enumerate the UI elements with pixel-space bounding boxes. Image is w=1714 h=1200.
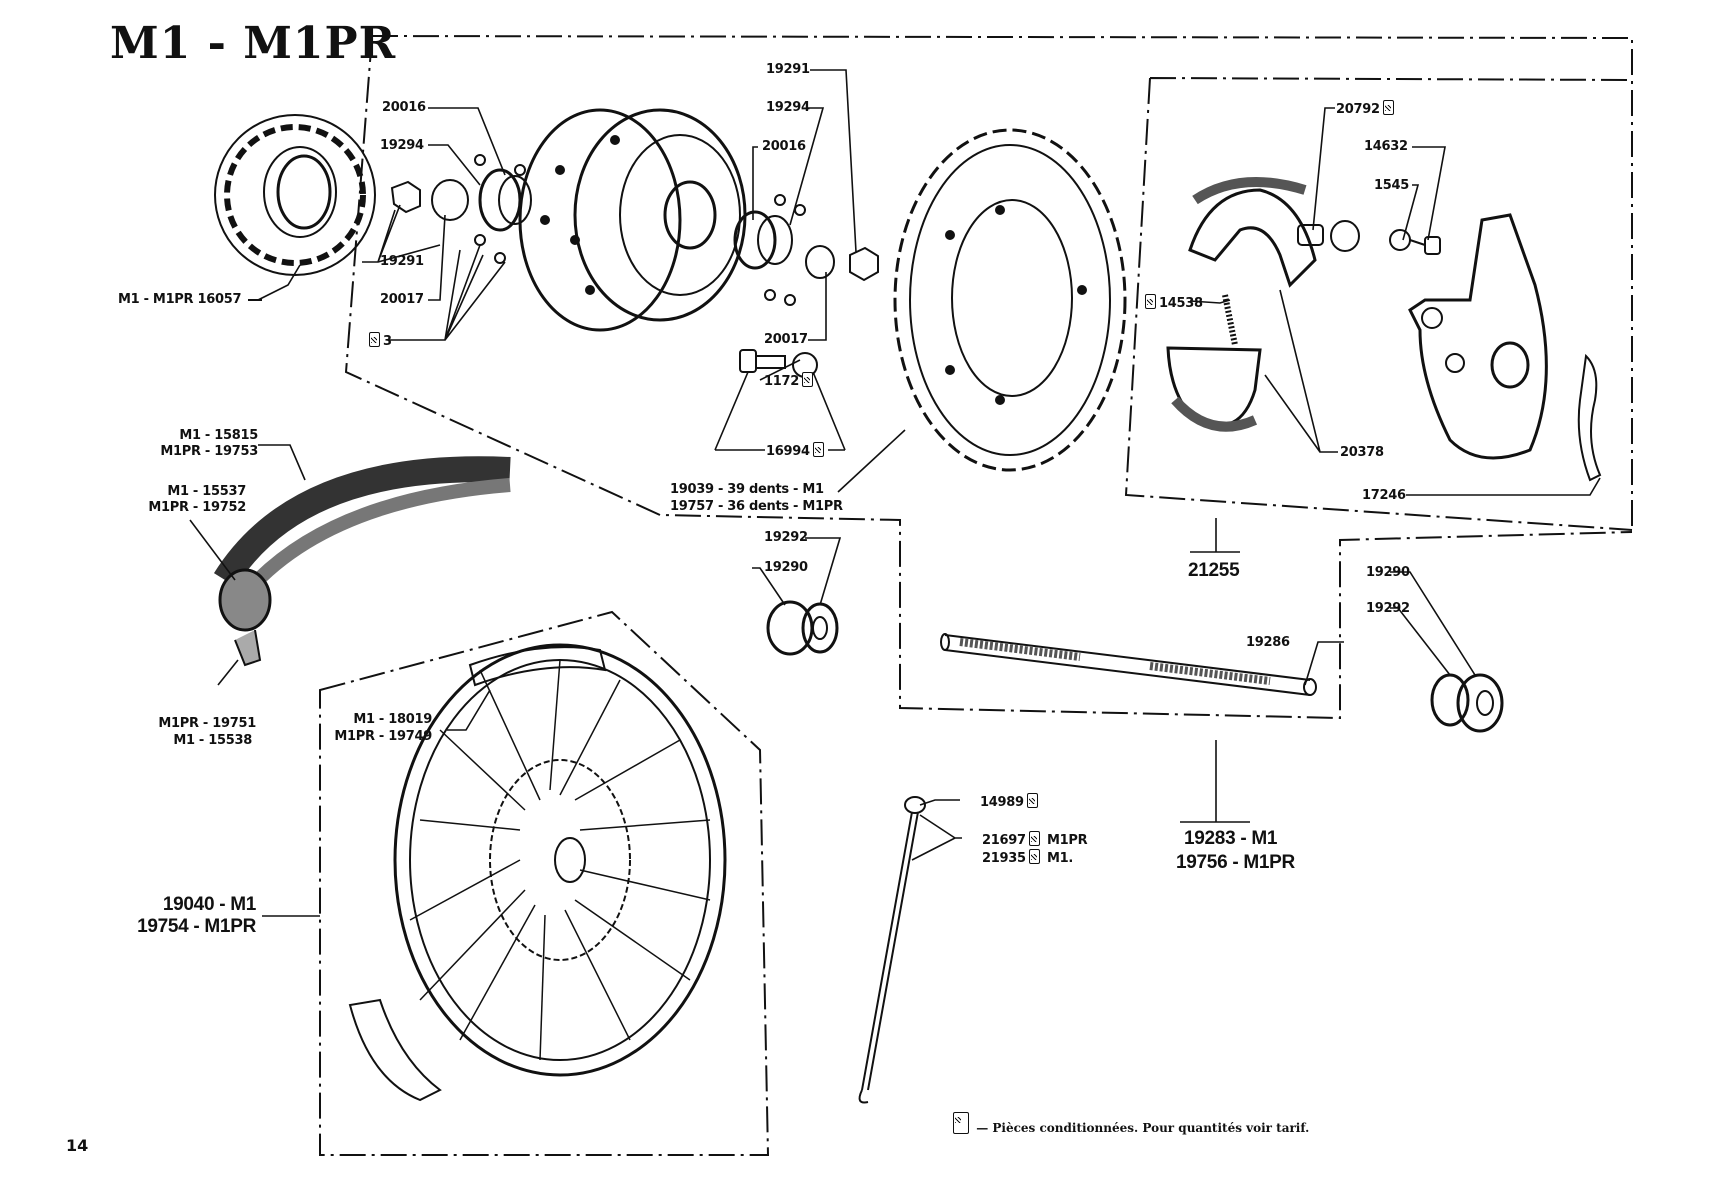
label-1172: 1172 — [764, 372, 816, 389]
label-tube-m1: M1 - 15537 — [167, 484, 246, 499]
label-16994: 16994 — [766, 442, 827, 459]
label-19291-left: 19291 — [380, 254, 424, 269]
label-19292-left: 19292 — [764, 530, 808, 545]
label-19286: 19286 — [1246, 635, 1290, 650]
package-icon — [801, 372, 813, 387]
brake-plate-drawing — [1408, 213, 1602, 482]
label-3: 3 — [366, 332, 392, 349]
package-icon — [1026, 793, 1038, 808]
label-14632: 14632 — [1364, 139, 1408, 154]
hub-assembly-frame — [344, 35, 1633, 720]
label-20792: 20792 — [1336, 100, 1397, 117]
label-20016-left: 20016 — [382, 100, 426, 115]
label-tire-m1: M1 - 15815 — [179, 428, 258, 443]
label-21935-text: 21935 — [982, 851, 1026, 866]
package-icon — [1382, 100, 1394, 115]
label-rim-m1pr: M1PR - 19749 — [334, 729, 432, 744]
label-axle-m1: 19283 - M1 — [1184, 828, 1278, 849]
label-19290-right: 19290 — [1366, 565, 1410, 580]
footnote: — Pièces conditionnées. Pour quantités v… — [950, 1112, 1309, 1135]
label-20017-right: 20017 — [764, 332, 808, 347]
spacers-left-drawing — [766, 600, 839, 656]
label-1172-text: 1172 — [764, 374, 799, 389]
label-wheel-m1pr: 19754 - M1PR — [137, 916, 256, 937]
label-front-sprocket: M1 - M1PR 16057 — [118, 292, 242, 307]
brake-assembly-frame — [1124, 77, 1633, 531]
label-20016-right: 20016 — [762, 139, 806, 154]
leader-lines — [189, 69, 1601, 917]
label-brake-assembly: 21255 — [1188, 560, 1240, 581]
label-20378: 20378 — [1340, 445, 1384, 460]
label-19294-right: 19294 — [766, 100, 810, 115]
brake-shoes-drawing — [1166, 177, 1317, 432]
package-icon — [1145, 294, 1156, 309]
package-icon — [1028, 831, 1040, 846]
label-rim-m1: M1 - 18019 — [353, 712, 432, 727]
label-tube-m1pr: M1PR - 19752 — [148, 500, 246, 515]
label-rimband-m1pr: M1PR - 19751 — [158, 716, 256, 731]
label-19294-left: 19294 — [380, 138, 424, 153]
hub-right-parts-drawing — [733, 194, 879, 306]
label-20792-text: 20792 — [1336, 102, 1380, 117]
wheel-assembly-frame — [319, 610, 770, 1156]
rear-hub-drawing — [518, 108, 747, 332]
label-21697-text: 21697 — [982, 833, 1026, 848]
tire-drawing — [213, 456, 511, 667]
label-3-text: 3 — [383, 334, 392, 349]
label-rimband-m1: M1 - 15538 — [173, 733, 252, 748]
label-19290-left: 19290 — [764, 560, 808, 575]
label-21935-suffix: M1. — [1046, 851, 1073, 866]
label-14989: 14989 — [980, 793, 1041, 810]
footnote-text: — Pièces conditionnées. Pour quantités v… — [976, 1121, 1310, 1135]
spacers-right-drawing — [1430, 673, 1504, 733]
label-20017-left: 20017 — [380, 292, 424, 307]
spoke-drawing — [858, 796, 926, 1104]
front-sprocket-drawing — [214, 114, 376, 301]
package-icon — [1028, 849, 1040, 864]
label-19292-right: 19292 — [1366, 601, 1410, 616]
label-16994-text: 16994 — [766, 444, 810, 459]
label-19291-right: 19291 — [766, 62, 810, 77]
label-1545: 1545 — [1374, 178, 1409, 193]
package-icon — [812, 442, 824, 457]
page-number: 14 — [66, 1136, 89, 1155]
label-tire-m1pr: M1PR - 19753 — [160, 444, 258, 459]
label-14989-text: 14989 — [980, 795, 1024, 810]
label-17246: 17246 — [1362, 488, 1406, 503]
label-wheel-m1: 19040 - M1 — [162, 894, 256, 915]
package-icon — [369, 332, 380, 347]
axle-drawing — [940, 633, 1317, 696]
label-21697: 21697 M1PR — [982, 831, 1088, 848]
wheel-drawing — [348, 643, 727, 1102]
label-axle-m1pr: 19756 - M1PR — [1176, 852, 1295, 873]
label-rear-sprocket-m1: 19039 - 39 dents - M1 — [670, 482, 824, 497]
hub-left-parts-drawing — [390, 154, 532, 264]
label-14538: 14538 — [1142, 294, 1203, 311]
brake-cam-drawing — [1297, 220, 1441, 255]
package-icon — [953, 1112, 969, 1134]
page-title: M1 - M1PR — [110, 18, 397, 69]
label-14538-text: 14538 — [1159, 296, 1203, 311]
label-21697-suffix: M1PR — [1046, 833, 1088, 848]
label-rear-sprocket-m1pr: 19757 - 36 dents - M1PR — [670, 499, 843, 514]
rear-sprocket-drawing — [893, 128, 1127, 472]
label-21935: 21935 M1. — [982, 849, 1073, 866]
